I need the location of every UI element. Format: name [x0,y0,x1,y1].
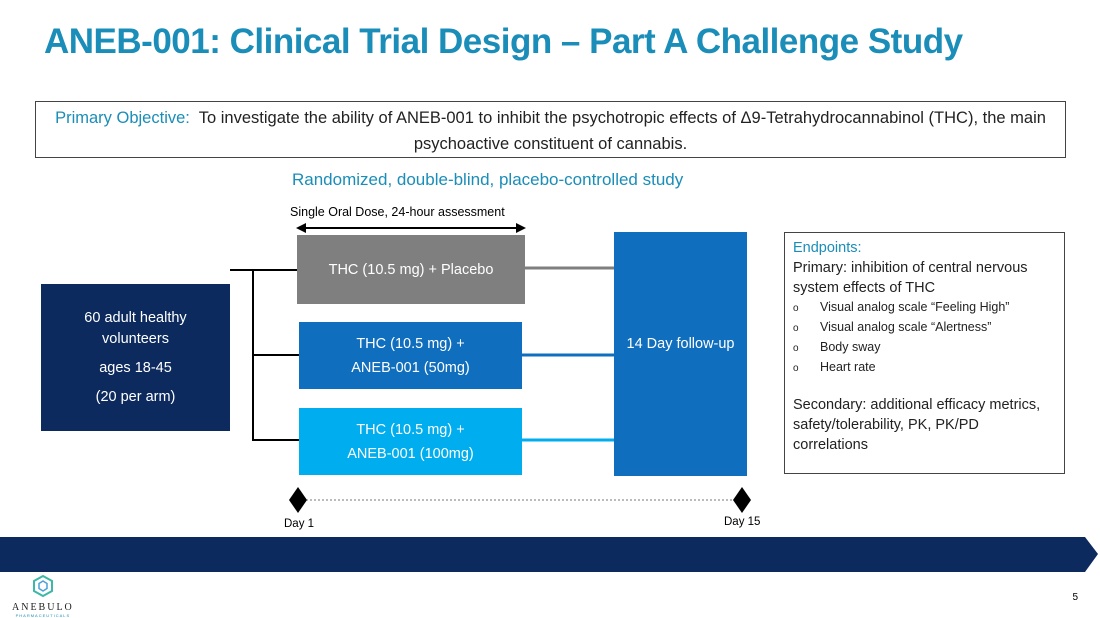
followup-box: 14 Day follow-up [614,232,747,476]
objective-label: Primary Objective: [55,109,190,127]
bullet-icon: o [793,343,799,354]
hexagon-logo-icon [32,574,53,598]
page-number: 5 [1072,592,1078,603]
slide-title: ANEB-001: Clinical Trial Design – Part A… [44,22,963,61]
secondary-endpoint: Secondary: additional efficacy metrics, … [793,397,1041,453]
footer-band [0,537,1098,572]
study-design-label: Randomized, double-blind, placebo-contro… [292,170,684,189]
day15-label: Day 15 [724,516,761,528]
arm-placebo-box: THC (10.5 mg) + Placebo [297,235,525,304]
day1-diamond-icon [289,487,307,513]
volunteers-box: 60 adult healthy volunteers ages 18-45 (… [41,284,230,431]
logo-name: ANEBULO [12,602,74,613]
bullet-icon: o [793,303,799,314]
endpoints-box: Endpoints: Primary: inhibition of centra… [784,232,1065,474]
arm-label: THC (10.5 mg) + [356,335,465,352]
arm-dose: ANEB-001 (100mg) [347,445,474,462]
bullet-icon: o [793,363,799,374]
logo-subtitle: PHARMACEUTICALS [15,613,71,618]
followup-label: 14 Day follow-up [626,336,735,352]
dose-label: Single Oral Dose, 24-hour assessment [290,205,505,219]
volunteers-line1: 60 adult healthy volunteers [84,309,187,347]
volunteers-line3: (20 per arm) [95,388,176,405]
primary-endpoint: Primary: inhibition of central nervous s… [793,260,1028,296]
volunteers-line2: ages 18-45 [99,359,172,376]
primary-objective-box: Primary Objective: To investigate the ab… [35,101,1066,158]
arm-label: THC (10.5 mg) + [356,421,465,438]
arm-dose: ANEB-001 (50mg) [351,359,470,376]
company-logo: ANEBULO PHARMACEUTICALS [12,574,74,618]
day1-label: Day 1 [284,518,315,530]
day15-diamond-icon [733,487,751,513]
endpoints-heading: Endpoints: [793,240,862,256]
arm-100mg-box: THC (10.5 mg) + ANEB-001 (100mg) [299,408,522,475]
dose-span-arrow [296,223,526,233]
bullet-icon: o [793,323,799,334]
arm-50mg-box: THC (10.5 mg) + ANEB-001 (50mg) [299,322,522,389]
arm-label: THC (10.5 mg) + Placebo [328,261,494,278]
objective-text: To investigate the ability of ANEB-001 t… [198,109,1046,153]
